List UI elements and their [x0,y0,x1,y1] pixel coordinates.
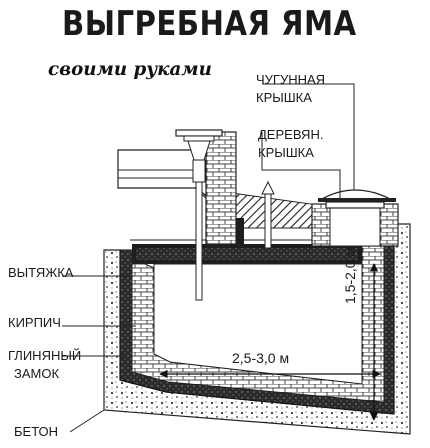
label-cast-iron-cover-line2: КРЫШКА [256,90,312,105]
label-brick: КИРПИЧ [8,315,61,330]
label-clay-lock-line1: ГЛИНЯНЫЙ [8,348,82,363]
dimension-width-label: 2,5-3,0 м [232,350,290,366]
pit-slab [132,244,362,264]
dimension-lines [159,263,381,421]
inlet-brick-column [205,131,244,245]
label-concrete: БЕТОН [14,424,59,439]
label-wooden-cover-line1: ДЕРЕВЯН. [258,127,324,142]
label-clay-lock-line2: ЗАМОК [14,366,60,381]
label-vent: ВЫТЯЖКА [8,265,74,280]
vent-pipe [261,180,275,249]
pit-interior [153,263,363,385]
inspection-hatch [311,189,399,247]
diagram-title: ВЫГРЕБНАЯ ЯМА [62,4,357,44]
label-wooden-cover-line2: КРЫШКА [258,145,314,160]
dimension-depth-label: 1,5-2,0 м [342,246,358,304]
leader-lines [62,83,355,433]
diagram-subtitle: своими руками [48,58,212,80]
label-cast-iron-cover-line1: ЧУГУННАЯ [256,72,326,87]
vent-stack [175,129,223,301]
